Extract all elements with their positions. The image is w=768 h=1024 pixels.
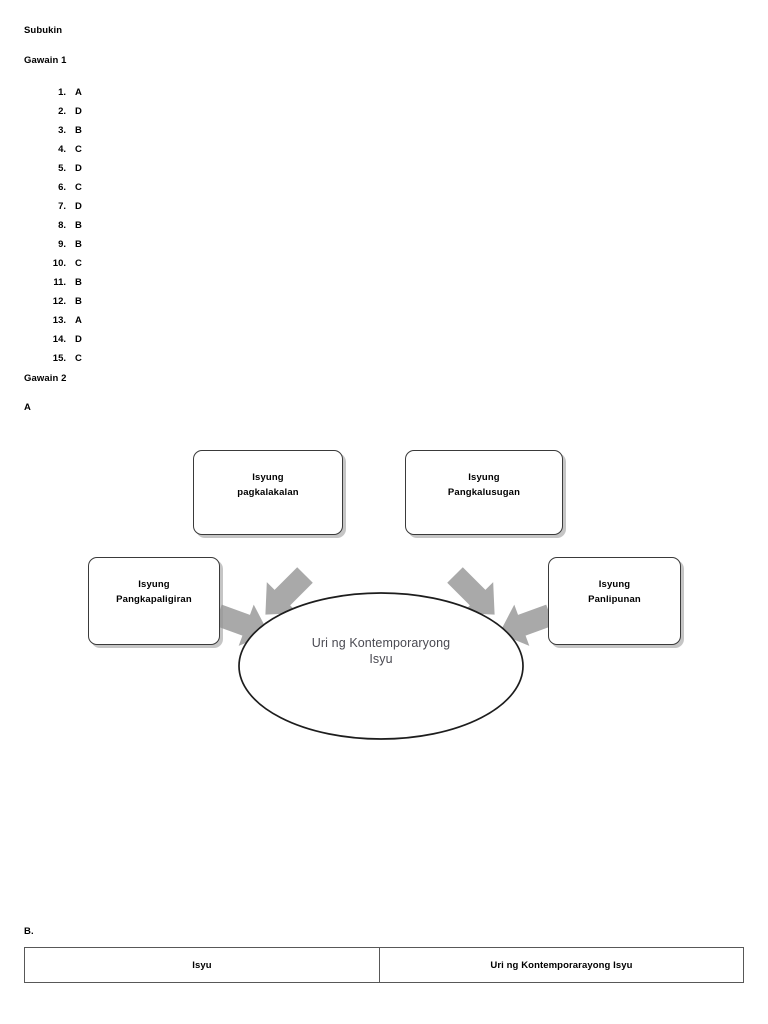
item-answer: C bbox=[75, 144, 82, 155]
item-number: 7. bbox=[58, 201, 66, 212]
item-answer: D bbox=[75, 106, 82, 117]
list-item: 4. C bbox=[40, 140, 82, 159]
node-isyung-pangkapaligiran[interactable]: Isyung Pangkapaligiran bbox=[88, 557, 220, 645]
item-number: 15. bbox=[52, 353, 66, 364]
list-item: 1. A bbox=[40, 83, 82, 102]
item-answer: D bbox=[75, 163, 82, 174]
node-isyung-pangkalusugan[interactable]: Isyung Pangkalusugan bbox=[405, 450, 563, 535]
item-number: 13. bbox=[52, 315, 66, 326]
ellipse-shape bbox=[238, 592, 524, 740]
item-number: 12. bbox=[52, 296, 66, 307]
list-item: 6. C bbox=[40, 178, 82, 197]
table-header-row: Isyu Uri ng Kontemporarayong Isyu bbox=[24, 947, 744, 983]
center-node-ellipse: Uri ng Kontemporaryong Isyu bbox=[237, 591, 525, 741]
list-item: 15. C bbox=[40, 349, 82, 368]
item-number: 4. bbox=[58, 144, 66, 155]
list-item: 14. D bbox=[40, 330, 82, 349]
table-header-isyu: Isyu bbox=[24, 947, 380, 983]
item-number: 9. bbox=[58, 239, 66, 250]
list-item: 8. B bbox=[40, 216, 82, 235]
concept-map-diagram: Uri ng Kontemporaryong Isyu Isyung pagka… bbox=[0, 430, 768, 770]
item-number: 14. bbox=[52, 334, 66, 345]
part-a-label: A bbox=[24, 402, 31, 413]
center-label-line-1: Uri ng Kontemporaryong bbox=[311, 636, 451, 650]
center-node-label: Uri ng Kontemporaryong Isyu bbox=[237, 635, 525, 667]
node-label-line-2: pagkalakalan bbox=[237, 487, 299, 498]
list-item: 5. D bbox=[40, 159, 82, 178]
item-answer: C bbox=[75, 182, 82, 193]
node-label-line-1: Isyung bbox=[598, 579, 631, 590]
item-answer: A bbox=[75, 87, 82, 98]
item-answer: B bbox=[75, 296, 82, 307]
item-answer: B bbox=[75, 220, 82, 231]
item-answer: B bbox=[75, 125, 82, 136]
node-label-line-2: Pangkalusugan bbox=[447, 487, 521, 498]
table-header-uri-ng-kontemporarayong-isyu: Uri ng Kontemporarayong Isyu bbox=[379, 947, 744, 983]
section-title-gawain-2: Gawain 2 bbox=[24, 373, 67, 384]
item-answer: C bbox=[75, 258, 82, 269]
item-number: 11. bbox=[53, 277, 66, 288]
item-number: 3. bbox=[58, 125, 66, 136]
list-item: 3. B bbox=[40, 121, 82, 140]
list-item: 7. D bbox=[40, 197, 82, 216]
list-item: 13. A bbox=[40, 311, 82, 330]
node-isyung-pagkalakalan[interactable]: Isyung pagkalakalan bbox=[193, 450, 343, 535]
item-number: 10. bbox=[52, 258, 66, 269]
item-answer: B bbox=[75, 239, 82, 250]
item-answer: C bbox=[75, 353, 82, 364]
section-title-gawain-1: Gawain 1 bbox=[24, 55, 67, 66]
page-title: Subukin bbox=[24, 25, 63, 36]
node-label-line-2: Pangkapaligiran bbox=[116, 594, 192, 605]
item-number: 2. bbox=[58, 106, 66, 117]
node-label-line-1: Isyung bbox=[468, 472, 500, 483]
list-item: 12. B bbox=[40, 292, 82, 311]
list-item: 2. D bbox=[40, 102, 82, 121]
item-answer: D bbox=[75, 334, 82, 345]
issue-table: Isyu Uri ng Kontemporarayong Isyu bbox=[24, 947, 744, 983]
center-label-line-2: Isyu bbox=[369, 652, 393, 666]
list-item: 9. B bbox=[40, 235, 82, 254]
node-label-line-1: Isyung bbox=[252, 472, 284, 483]
list-item: 11. B bbox=[40, 273, 82, 292]
item-number: 5. bbox=[58, 163, 66, 174]
answer-key-list: 1. A 2. D 3. B 4. C 5. D 6. C 7. D 8. B 9. B 10. C… bbox=[40, 83, 82, 368]
item-number: 6. bbox=[58, 182, 66, 193]
node-isyung-panlipunan[interactable]: Isyung Panlipunan bbox=[548, 557, 681, 645]
item-answer: D bbox=[75, 201, 82, 212]
node-label-line-2: Panlipunan bbox=[588, 594, 641, 605]
item-number: 1. bbox=[58, 87, 66, 98]
node-label-line-1: Isyung bbox=[138, 579, 170, 590]
list-item: 10. C bbox=[40, 254, 82, 273]
item-answer: B bbox=[75, 277, 82, 288]
item-number: 8. bbox=[58, 220, 66, 231]
item-answer: A bbox=[75, 315, 82, 326]
part-b-label: B. bbox=[24, 926, 34, 937]
